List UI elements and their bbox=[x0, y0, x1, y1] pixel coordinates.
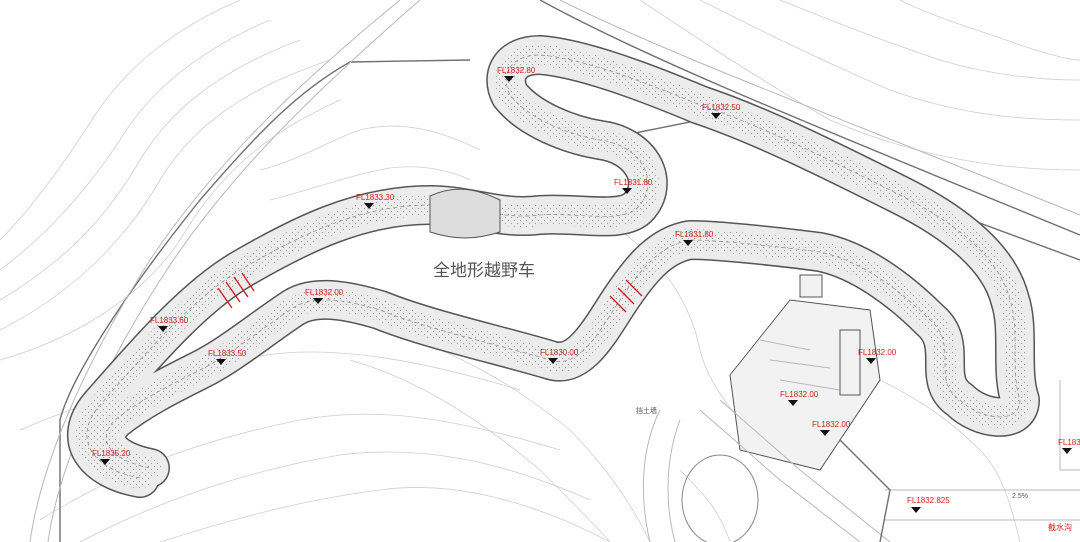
elevation-label: FL1832.00 bbox=[305, 288, 344, 297]
elevation-label: FL1832.00 bbox=[858, 348, 897, 357]
elevation-triangle-icon bbox=[100, 459, 110, 465]
elevation-marker: FL1833.50 bbox=[208, 349, 247, 365]
area-title: 全地形越野车 bbox=[433, 261, 535, 281]
offroad-track bbox=[67, 35, 1040, 498]
elevation-marker: FL1832.00 bbox=[305, 288, 344, 304]
elevation-label: FL1833.50 bbox=[208, 349, 247, 358]
elevation-marker: FL1832.825 bbox=[907, 496, 950, 513]
elevation-triangle-icon bbox=[216, 359, 226, 365]
elevation-marker: FL1831.80 bbox=[675, 230, 714, 246]
elevation-label: FL1832.50 bbox=[702, 103, 741, 112]
elevation-label: FL1831.80 bbox=[614, 178, 653, 187]
elevation-marker: FL1835.20 bbox=[92, 449, 131, 465]
elevation-markers: FL1832.80 FL1832.50 FL1831.80 FL1833.30 … bbox=[92, 66, 1080, 513]
elevation-triangle-icon bbox=[711, 113, 721, 119]
elevation-marker: FL1833 bbox=[1058, 438, 1080, 454]
elevation-label: FL1833.60 bbox=[150, 316, 189, 325]
elevation-label: FL1833.30 bbox=[356, 193, 395, 202]
slope-note: 2.5% bbox=[1012, 493, 1028, 500]
track-crossings bbox=[217, 272, 643, 313]
sign-label: 挡土墙 bbox=[636, 406, 657, 415]
facility-area bbox=[642, 274, 891, 542]
elevation-label: FL1832.80 bbox=[497, 66, 536, 75]
elevation-marker: FL1831.80 bbox=[614, 178, 653, 194]
elevation-triangle-icon bbox=[788, 400, 798, 406]
elevation-marker: FL1832.00 bbox=[780, 390, 819, 406]
elevation-marker: FL1832.50 bbox=[702, 103, 741, 119]
elevation-marker: FL1830.00 bbox=[540, 348, 579, 364]
elevation-marker: FL1832.80 bbox=[497, 66, 536, 82]
elevation-marker: FL1833.60 bbox=[150, 316, 189, 332]
elevation-triangle-icon bbox=[820, 430, 830, 436]
elevation-label: FL1830.00 bbox=[540, 348, 579, 357]
elevation-triangle-icon bbox=[1062, 448, 1072, 454]
elevation-label: FL1835.20 bbox=[92, 449, 131, 458]
elevation-label: FL1832.825 bbox=[907, 496, 950, 505]
elevation-triangle-icon bbox=[683, 240, 693, 246]
elevation-marker: FL1832.00 bbox=[812, 420, 851, 436]
elevation-label: FL1831.80 bbox=[675, 230, 714, 239]
elevation-triangle-icon bbox=[622, 188, 632, 194]
elevation-triangle-icon bbox=[313, 298, 323, 304]
elevation-triangle-icon bbox=[548, 358, 558, 364]
elevation-marker: FL1833.30 bbox=[356, 193, 395, 209]
elevation-triangle-icon bbox=[504, 76, 514, 82]
elevation-label: FL1833 bbox=[1058, 438, 1080, 447]
elevation-triangle-icon bbox=[866, 358, 876, 364]
drain-label: 截水沟 bbox=[1048, 522, 1072, 532]
drawing-annotations: 挡土墙 2.5% 截水沟 bbox=[636, 406, 1072, 532]
elevation-triangle-icon bbox=[911, 507, 921, 513]
elevation-label: FL1832.00 bbox=[780, 390, 819, 399]
elevation-label: FL1832.00 bbox=[812, 420, 851, 429]
elevation-triangle-icon bbox=[158, 326, 168, 332]
elevation-marker: FL1832.00 bbox=[858, 348, 897, 364]
site-boundary-lines bbox=[29, 0, 1080, 542]
elevation-triangle-icon bbox=[364, 203, 374, 209]
